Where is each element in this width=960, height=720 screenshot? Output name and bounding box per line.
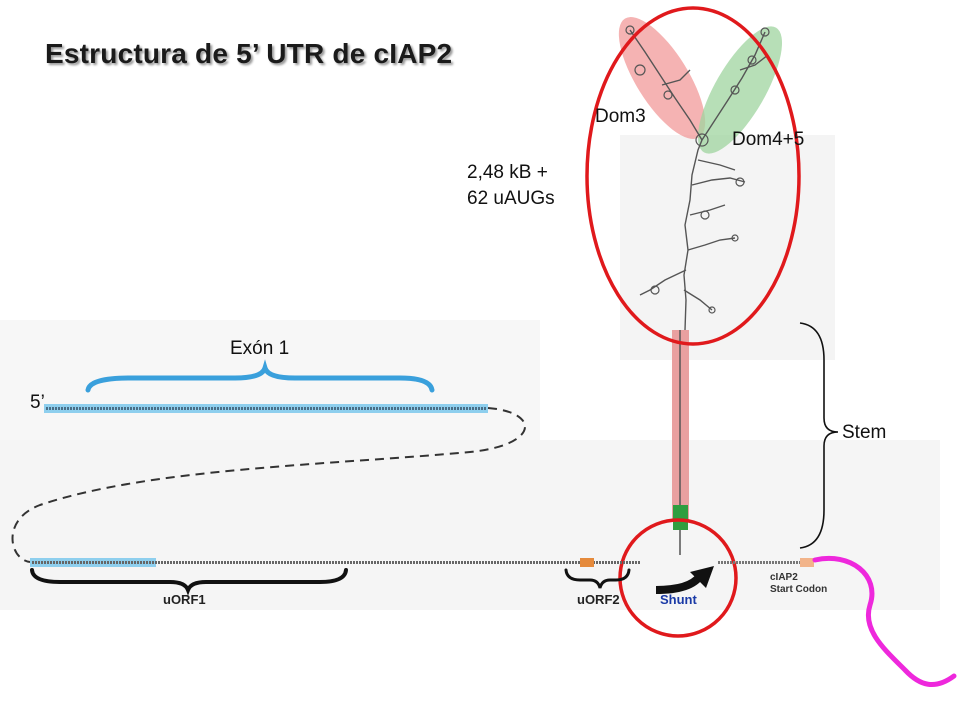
upper-domain-circle: [585, 6, 801, 346]
shunt-circle: [618, 518, 738, 638]
structure-panel: [620, 135, 835, 360]
exon-panel: [0, 320, 540, 440]
shunt-arrowhead: [690, 566, 714, 588]
uaug-mark: [580, 558, 594, 567]
size-label-line2: 62 uAUGs: [467, 188, 555, 209]
exon-brace: [85, 359, 435, 393]
start-codon-label-line1: cIAP2: [770, 572, 798, 583]
rna-secondary-structure: [629, 29, 769, 331]
exon-label: Exón 1: [230, 338, 290, 359]
dashed-connector: [11, 407, 526, 563]
uorf1-label: uORF1: [163, 592, 206, 607]
rna-loops: [625, 25, 770, 314]
size-label-line1: 2,48 kB +: [467, 162, 548, 183]
five-prime-label: 5’: [30, 392, 45, 413]
dom45-label: Dom4+5: [732, 129, 805, 150]
start-codon-mark: [800, 558, 814, 567]
stem-bracket: [799, 322, 839, 549]
stem-label: Stem: [842, 422, 887, 443]
uorf1-brace: [30, 568, 348, 596]
stem-green-segment: [673, 505, 688, 530]
uorf2-brace: [564, 568, 631, 589]
shunt-label: Shunt: [660, 592, 697, 607]
mrna-tail: [812, 556, 957, 687]
start-codon-label-line2: Start Codon: [770, 584, 828, 595]
dom3-label: Dom3: [595, 106, 646, 127]
dom45-highlight: [697, 26, 783, 154]
page-title: Estructura de 5’ UTR de cIAP2: [45, 38, 453, 69]
uorf2-label: uORF2: [577, 592, 620, 607]
